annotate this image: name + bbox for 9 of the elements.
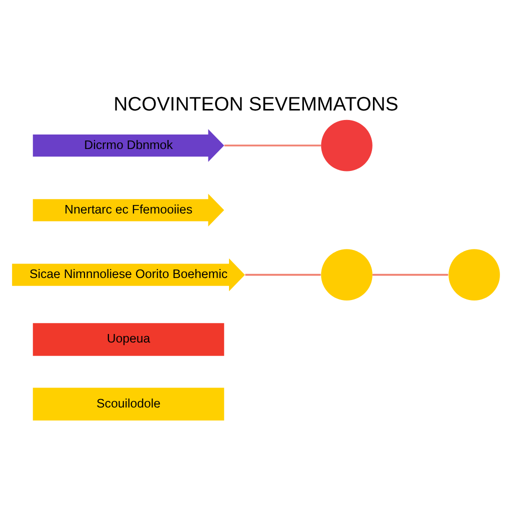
node-box: Scouilodole xyxy=(32,388,224,420)
node-circle xyxy=(321,120,372,172)
connector xyxy=(224,144,321,146)
connector xyxy=(372,274,448,276)
connector xyxy=(245,274,321,276)
node-circle xyxy=(448,249,500,300)
node-box: Uopeua xyxy=(32,323,224,356)
diagram-title: NCOVINTEON SEVEMMATONS xyxy=(114,94,398,116)
node-circle xyxy=(321,249,372,300)
